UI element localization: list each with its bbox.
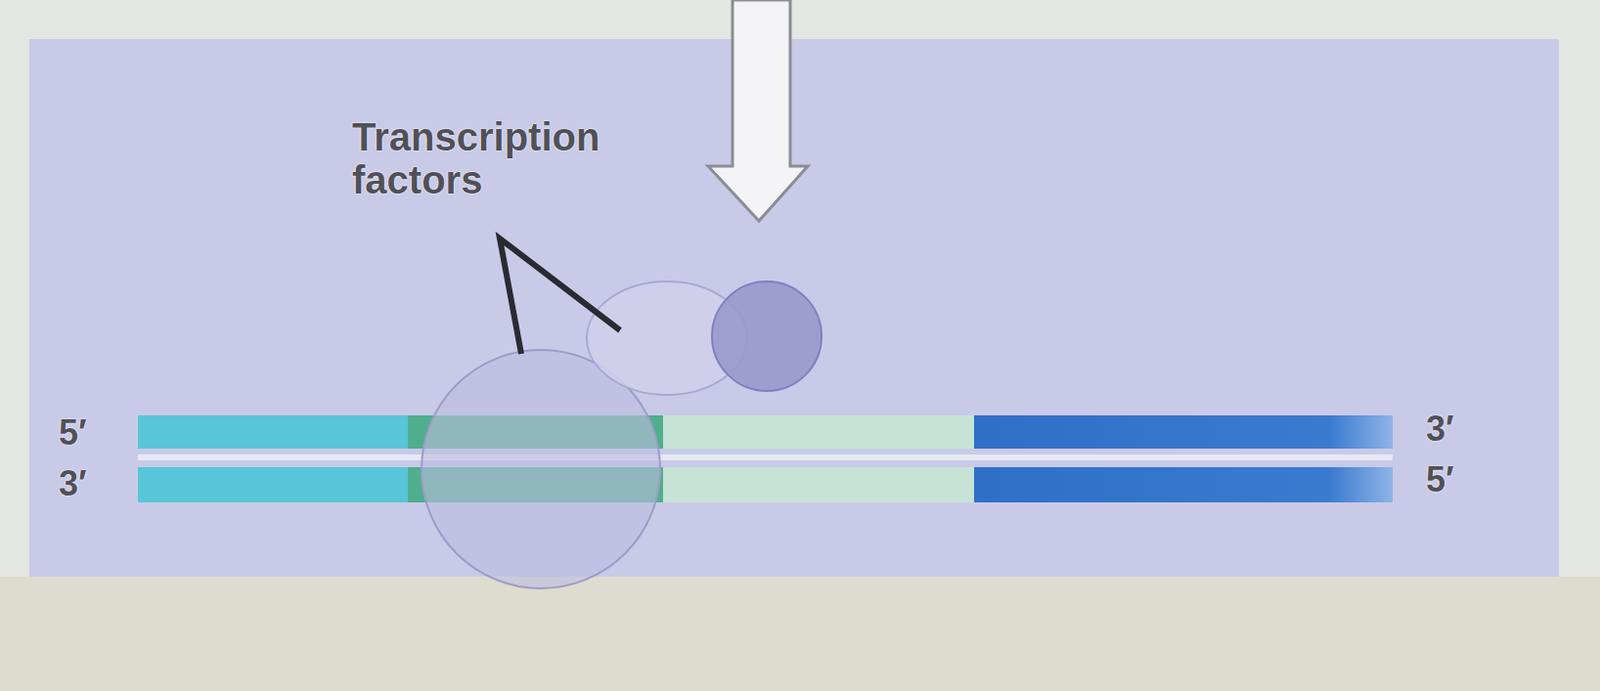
dna-strands: [137, 415, 1393, 503]
down-arrow: [708, 0, 808, 222]
panel: [29, 39, 1559, 578]
strand-end-label: 3′: [58, 463, 88, 505]
leader-line: [499, 238, 621, 355]
bottom-ground: [0, 577, 1600, 691]
strand-end-label: 5′: [58, 412, 88, 454]
transcription-factor-proteins: [421, 281, 822, 589]
strand-end-label: 3′: [1425, 408, 1455, 450]
part-label: Transcription factors: [352, 115, 675, 202]
strand-end-label: 5′: [1425, 459, 1455, 501]
